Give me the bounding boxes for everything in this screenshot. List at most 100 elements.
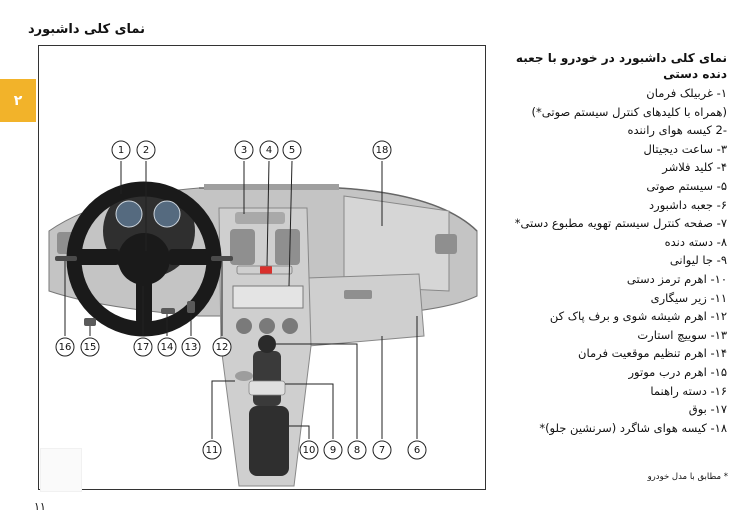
callout-14: 14: [157, 337, 177, 357]
page-title: نمای کلی داشبورد: [28, 22, 145, 37]
right-side-vent: [435, 234, 457, 254]
legend-item: ۱- غربیلک فرمان: [646, 86, 727, 100]
legend-item: ۱۴- اهرم تنظیم موقعیت فرمان: [578, 346, 727, 361]
callout-circle: [80, 337, 100, 357]
legend-item: ۱۵- اهرم درب موتور: [628, 364, 728, 379]
callout-label: 5: [289, 145, 295, 156]
legend-item: ۵- سیستم صوتی: [646, 178, 727, 193]
callout-circle: [299, 440, 319, 460]
callout-15: 15: [80, 337, 100, 357]
ashtray: [235, 371, 253, 381]
callout-circle: [234, 140, 254, 160]
windshield-strip: [204, 184, 339, 190]
center-vent-left: [230, 229, 255, 265]
callout-label: 1: [118, 145, 124, 156]
legend-item: ۴- کلید فلاشر: [662, 160, 727, 175]
leader-9: [285, 383, 334, 439]
callout-circle: [259, 140, 279, 160]
leader-lines: [64, 160, 418, 439]
callout-label: 8: [354, 445, 360, 456]
callout-10: 10: [299, 440, 319, 460]
callout-1: 1: [111, 140, 131, 160]
gear-knob: [258, 335, 276, 353]
hvac-knob-right: [282, 318, 298, 334]
glove-box-handle: [344, 290, 372, 299]
legend-item: ۱۶- دسته راهنما: [650, 383, 727, 398]
legend-item: -2 کیسه هوای راننده: [627, 123, 727, 138]
hvac-knob-middle: [259, 318, 275, 334]
callout-label: 18: [376, 145, 389, 156]
turn-signal-stalk: [55, 256, 77, 261]
button-row: [236, 265, 293, 275]
callout-label: 7: [379, 445, 385, 456]
callout-4: 4: [259, 140, 279, 160]
hazard-button: [260, 266, 272, 274]
legend-item: ۸- دسته دنده: [664, 234, 727, 249]
wiper-stalk: [211, 256, 233, 261]
callout-6: 6: [407, 440, 427, 460]
callout-circle: [212, 337, 232, 357]
callout-label: 11: [206, 445, 219, 456]
callout-label: 10: [303, 445, 316, 456]
callout-3: 3: [234, 140, 254, 160]
page-watermark: [40, 448, 82, 492]
callout-18: 18: [372, 140, 392, 160]
callout-9: 9: [323, 440, 343, 460]
callout-circle: [323, 440, 343, 460]
center-vent-right: [275, 229, 300, 265]
handbrake: [249, 406, 289, 476]
callout-label: 4: [266, 145, 272, 156]
callout-label: 15: [84, 342, 97, 353]
callout-circle: [372, 440, 392, 460]
tachometer: [153, 200, 181, 228]
callout-label: 13: [185, 342, 198, 353]
callout-5: 5: [282, 140, 302, 160]
callout-label: 6: [414, 445, 420, 456]
speedometer: [115, 200, 143, 228]
callout-11: 11: [202, 440, 222, 460]
steering-adjust-lever: [161, 308, 175, 314]
leader-8: [276, 343, 358, 439]
callout-label: 14: [161, 342, 174, 353]
callout-2: 2: [136, 140, 156, 160]
callout-circle: [282, 140, 302, 160]
callout-8: 8: [347, 440, 367, 460]
steering-spoke-bottom: [136, 281, 152, 323]
legend-item: ۱۱- زیر سیگاری: [650, 290, 727, 305]
legend-item: ۱۷- بوق: [688, 402, 727, 417]
dashboard-top-edge: [199, 187, 478, 232]
callout-12: 12: [212, 337, 232, 357]
steering-wheel-hub: [118, 233, 170, 285]
passenger-airbag-panel: [343, 195, 450, 292]
legend-item: ۱۲- اهرم شیشه شوی و برف پاک کن: [549, 309, 727, 324]
callout-7: 7: [372, 440, 392, 460]
chapter-tab: ۲: [0, 79, 36, 122]
leader-10: [289, 425, 310, 439]
steering-spoke-right: [169, 249, 215, 265]
callout-13: 13: [181, 337, 201, 357]
callout-label: 12: [216, 342, 229, 353]
leader-11: [211, 380, 235, 439]
legend-item: ۱۰- اهرم ترمز دستی: [626, 271, 727, 286]
legend-item: ۱۳- سوییچ استارت: [637, 327, 727, 342]
footnote: * مطابق با مدل خودرو: [647, 472, 728, 482]
legend-item: ۱۸- کیسه هوای شاگرد (سرنشین جلو)*: [539, 420, 727, 435]
steering-spoke-left: [73, 249, 119, 265]
callout-label: 17: [137, 342, 150, 353]
page-number: ۱۱: [34, 500, 46, 513]
ignition-switch: [187, 301, 195, 313]
callout-label: 16: [59, 342, 72, 353]
leader-4: [266, 160, 270, 267]
callout-circle: [111, 140, 131, 160]
hvac-knob-left: [236, 318, 252, 334]
leader-5: [288, 160, 293, 287]
callout-16: 16: [55, 337, 75, 357]
callout-17: 17: [133, 337, 153, 357]
callout-circle: [347, 440, 367, 460]
callout-label: 2: [143, 145, 149, 156]
legend-item: ۳- ساعت دیجیتال: [643, 141, 728, 156]
callout-circle: [55, 337, 75, 357]
